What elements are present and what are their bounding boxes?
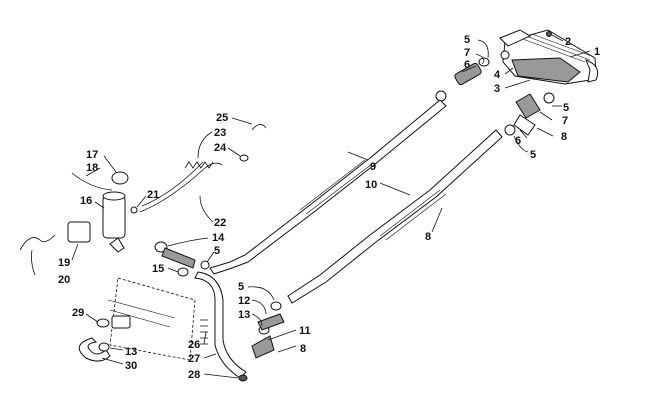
callout-8-middle: 8 — [425, 231, 431, 243]
callout-8-right: 8 — [561, 131, 567, 143]
callout-7-right: 7 — [562, 115, 568, 127]
long-cooler-tube-lower — [287, 129, 503, 304]
engine-block-outline — [107, 277, 196, 361]
callout-26: 26 — [188, 339, 200, 351]
hose-clamp-21 — [130, 206, 138, 214]
callout-2: 2 — [565, 36, 571, 48]
vent-hose — [139, 162, 223, 213]
upper-hose-fittings — [435, 50, 510, 102]
callout-24: 24 — [214, 142, 227, 154]
callout-29: 29 — [72, 307, 84, 319]
bottle-mount — [19, 221, 91, 251]
lower-tube-fittings — [257, 301, 285, 335]
callout-16: 16 — [80, 195, 92, 207]
vent-hose-inner — [141, 161, 204, 207]
coolant-reservoir — [102, 171, 129, 253]
callout-1: 1 — [594, 46, 600, 58]
callout-6-top: 6 — [464, 59, 470, 71]
callout-4: 4 — [494, 69, 501, 81]
callout-30: 30 — [125, 360, 137, 372]
callout-22: 22 — [214, 217, 226, 229]
callout-21: 21 — [147, 189, 159, 201]
callout-13-middle: 13 — [238, 309, 250, 321]
long-cooler-tube-upper — [209, 99, 447, 275]
callout-27: 27 — [188, 353, 200, 365]
callout-10: 10 — [365, 179, 377, 191]
callout-5-lower: 5 — [238, 281, 244, 293]
callout-7-top: 7 — [464, 47, 470, 59]
callout-28: 28 — [188, 369, 200, 381]
callout-15: 15 — [152, 263, 164, 275]
bypass-hose — [78, 315, 131, 362]
callout-17: 17 — [86, 149, 98, 161]
callout-5-right-lower: 5 — [530, 149, 536, 161]
callout-18: 18 — [86, 162, 98, 174]
callout-14: 14 — [212, 232, 225, 244]
small-clamp — [239, 154, 249, 162]
callout-13-left: 13 — [125, 346, 137, 358]
callout-5-right: 5 — [563, 102, 569, 114]
lower-return-hose — [194, 271, 248, 382]
callout-5-top: 5 — [464, 34, 470, 46]
callout-12: 12 — [238, 295, 250, 307]
clip — [251, 124, 267, 131]
deflector-plate — [251, 335, 275, 359]
callout-11: 11 — [299, 325, 311, 337]
connector-hoses — [154, 241, 210, 277]
callout-19: 19 — [58, 257, 70, 269]
overflow-hose — [71, 172, 113, 191]
callout-25: 25 — [216, 112, 228, 124]
right-hose-fittings — [504, 92, 555, 136]
heat-exchanger-bracket — [499, 29, 532, 47]
callout-3: 3 — [494, 83, 500, 95]
callout-23: 23 — [214, 127, 226, 139]
callout-9: 9 — [370, 161, 376, 173]
callout-20: 20 — [58, 274, 70, 286]
front-heat-exchanger — [502, 29, 599, 85]
callout-5-middle: 5 — [214, 245, 220, 257]
callout-6-right: 6 — [515, 135, 521, 147]
spring — [184, 161, 214, 169]
callout-8-lower: 8 — [300, 343, 306, 355]
